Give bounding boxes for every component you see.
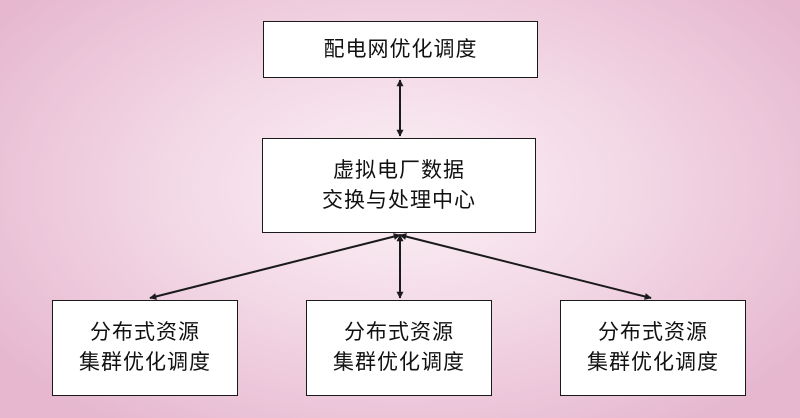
- resource-cluster-box-left: 分布式资源 集群优化调度: [52, 300, 238, 396]
- resource-cluster-box-right: 分布式资源 集群优化调度: [560, 300, 746, 396]
- arrow-center-right: [399, 233, 652, 300]
- arrow-center-left: [149, 233, 401, 300]
- distribution-network-dispatch-label: 配电网优化调度: [323, 36, 478, 61]
- distribution-network-dispatch-box: 配电网优化调度: [263, 21, 538, 78]
- resource-cluster-label-line2: 集群优化调度: [333, 350, 465, 374]
- resource-cluster-box-middle: 分布式资源 集群优化调度: [306, 300, 492, 396]
- vpp-data-center-label-line2: 交换与处理中心: [322, 187, 476, 212]
- resource-cluster-label-line2: 集群优化调度: [587, 350, 719, 374]
- vpp-data-center-label-line1: 虚拟电厂数据: [333, 157, 465, 182]
- resource-cluster-label-line1: 分布式资源: [344, 320, 454, 345]
- resource-cluster-label-line2: 集群优化调度: [79, 350, 211, 374]
- resource-cluster-label-line1: 分布式资源: [598, 320, 708, 345]
- resource-cluster-label-line1: 分布式资源: [90, 320, 200, 345]
- vpp-data-center-box: 虚拟电厂数据 交换与处理中心: [262, 138, 536, 233]
